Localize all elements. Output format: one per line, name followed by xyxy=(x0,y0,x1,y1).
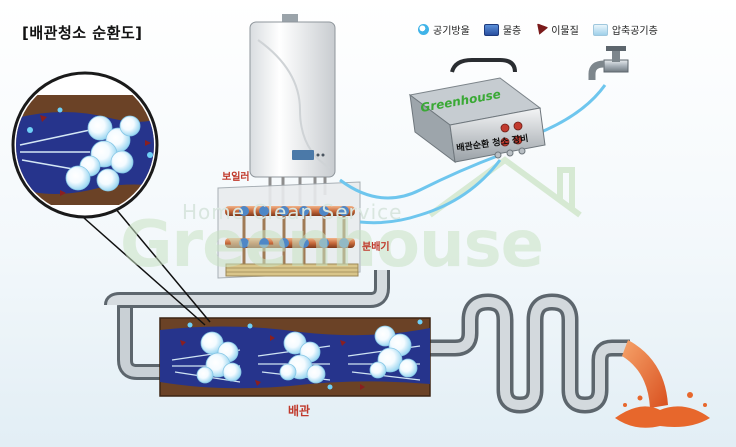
distributor xyxy=(217,181,361,279)
legend-label: 이물질 xyxy=(551,26,579,37)
outlet-pipe xyxy=(104,270,630,414)
distributor-label: 분배기 xyxy=(362,242,390,253)
outflow-water xyxy=(615,340,710,428)
bubble-icon xyxy=(418,24,429,35)
legend-item-water: 물층 xyxy=(483,22,522,37)
zoom-lens xyxy=(11,71,159,219)
pipe-cutaway xyxy=(159,317,431,397)
legend: 공기방울 물층 이물질 압축공기층 xyxy=(418,22,658,37)
faucet xyxy=(588,46,629,80)
zoom-pointer xyxy=(74,207,211,326)
water-layer-icon xyxy=(483,23,499,36)
cleaning-machine xyxy=(408,58,546,164)
legend-item-air: 압축공기층 xyxy=(592,22,658,37)
legend-label: 공기방울 xyxy=(433,26,470,37)
legend-item-debris: 이물질 xyxy=(533,22,579,37)
page-title: [배관청소 순환도] xyxy=(22,24,143,42)
boiler xyxy=(249,14,336,205)
air-layer-icon xyxy=(592,23,608,36)
legend-item-bubble: 공기방울 xyxy=(418,22,470,37)
legend-label: 물층 xyxy=(502,26,522,37)
debris-icon xyxy=(533,22,549,37)
boiler-label: 보일러 xyxy=(222,172,250,183)
watermark-house xyxy=(428,156,582,218)
legend-label: 압축공기층 xyxy=(611,26,658,37)
watermark-main: Greenhouse xyxy=(120,208,544,282)
watermark-sub: Home Clean Service xyxy=(182,200,403,224)
pipe-label: 배관 xyxy=(288,404,311,418)
